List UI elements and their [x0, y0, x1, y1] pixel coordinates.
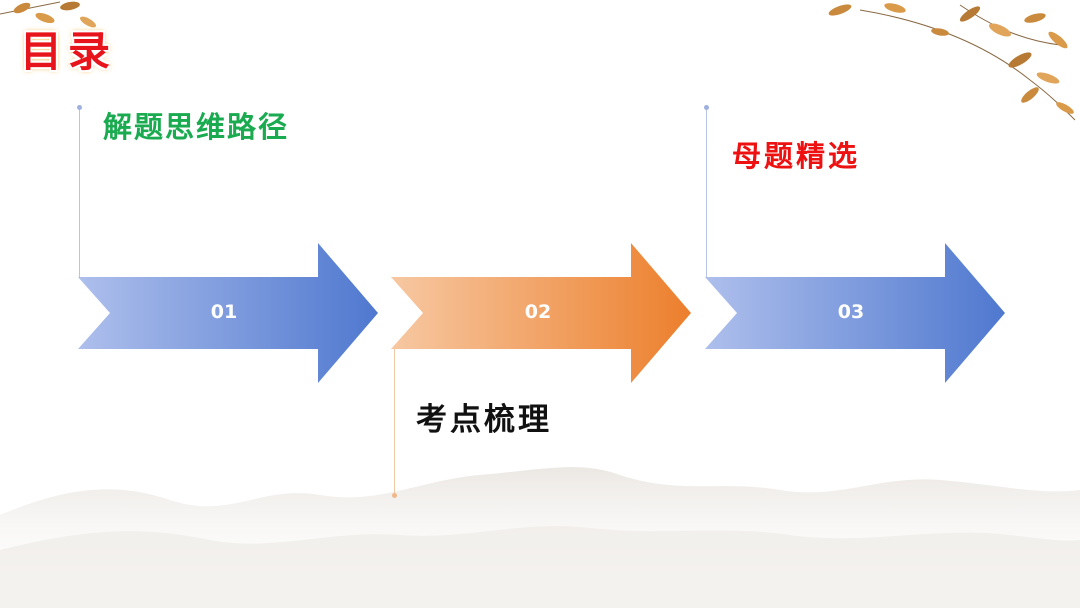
connector-dot-3 — [704, 105, 709, 110]
step-number-2: 02 — [524, 301, 552, 323]
connector-line-3 — [706, 108, 707, 278]
toc-item-label-2[interactable]: 考点梳理 — [416, 402, 552, 438]
connector-line-2 — [394, 345, 395, 495]
ink-mountains-decoration — [0, 467, 1080, 608]
toc-item-label-3[interactable]: 母题精选 — [732, 139, 861, 173]
connector-dot-1 — [77, 105, 82, 110]
toc-item-label-1[interactable]: 解题思维路径 — [103, 110, 290, 144]
connector-line-1 — [79, 108, 80, 278]
connector-dot-2 — [392, 493, 397, 498]
arrow-step-2 — [391, 243, 691, 383]
page-title: 目录 — [20, 27, 117, 76]
step-number-3: 03 — [837, 301, 865, 323]
autumn-leaves-decoration — [0, 1, 96, 28]
arrow-step-3 — [705, 243, 1005, 383]
arrow-step-1 — [78, 243, 378, 383]
step-number-1: 01 — [210, 301, 238, 323]
autumn-leaves-decoration — [828, 3, 1076, 121]
